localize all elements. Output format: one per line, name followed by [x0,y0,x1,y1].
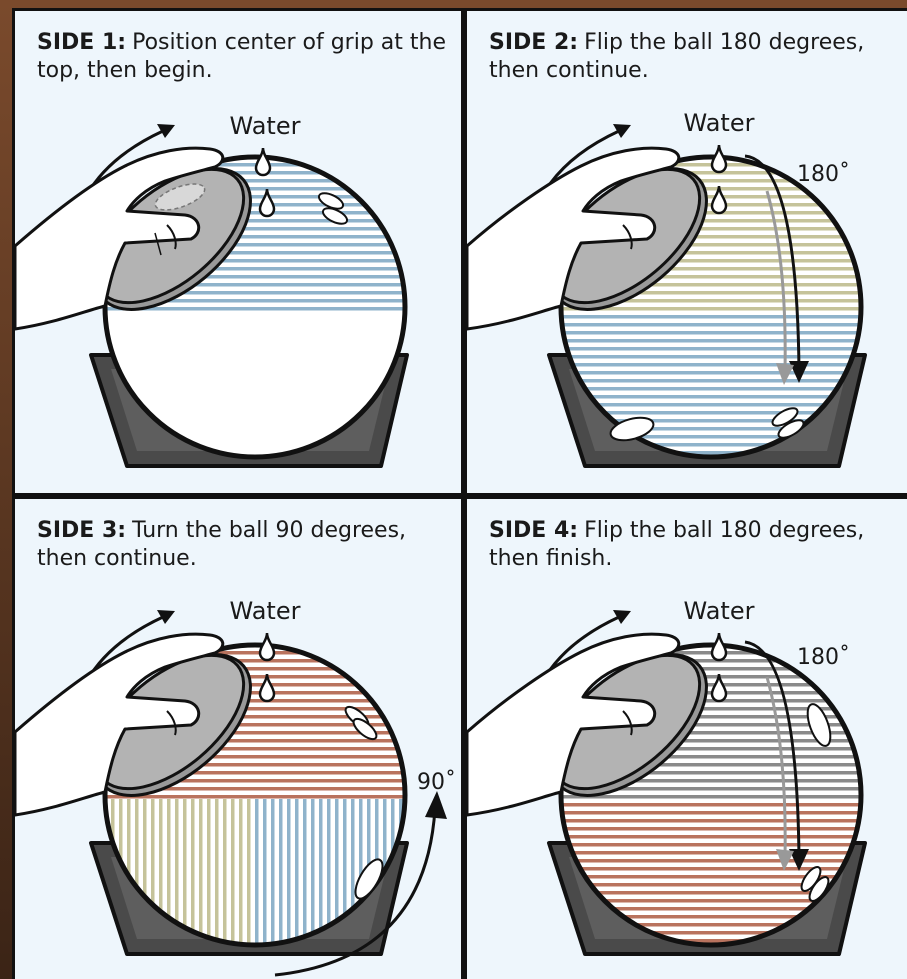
water-drop-icon [712,145,726,172]
panel-side-3: SIDE 3:Turn the ball 90 degrees, then co… [15,499,461,979]
water-drop-icon [712,633,726,660]
ball-illustration: Water 90˚ [15,499,461,979]
angle-label: 90˚ [417,770,456,795]
water-label: Water [230,112,301,140]
water-label: Water [230,597,301,625]
instruction-grid: SIDE 1:Position center of grip at the to… [12,8,907,979]
water-label: Water [684,597,755,625]
water-drop-icon [256,148,270,175]
panel-side-4: SIDE 4:Flip the ball 180 degrees, then f… [467,499,907,979]
ball-illustration: Water 180˚ [467,11,907,493]
ball-illustration: Water [15,11,461,493]
ball-illustration: Water 180˚ [467,499,907,979]
panel-side-2: SIDE 2:Flip the ball 180 degrees, then c… [467,11,907,493]
water-label: Water [684,109,755,137]
angle-label: 180˚ [797,162,850,187]
angle-label: 180˚ [797,645,850,670]
water-drop-icon [260,633,274,660]
panel-side-1: SIDE 1:Position center of grip at the to… [15,11,461,493]
